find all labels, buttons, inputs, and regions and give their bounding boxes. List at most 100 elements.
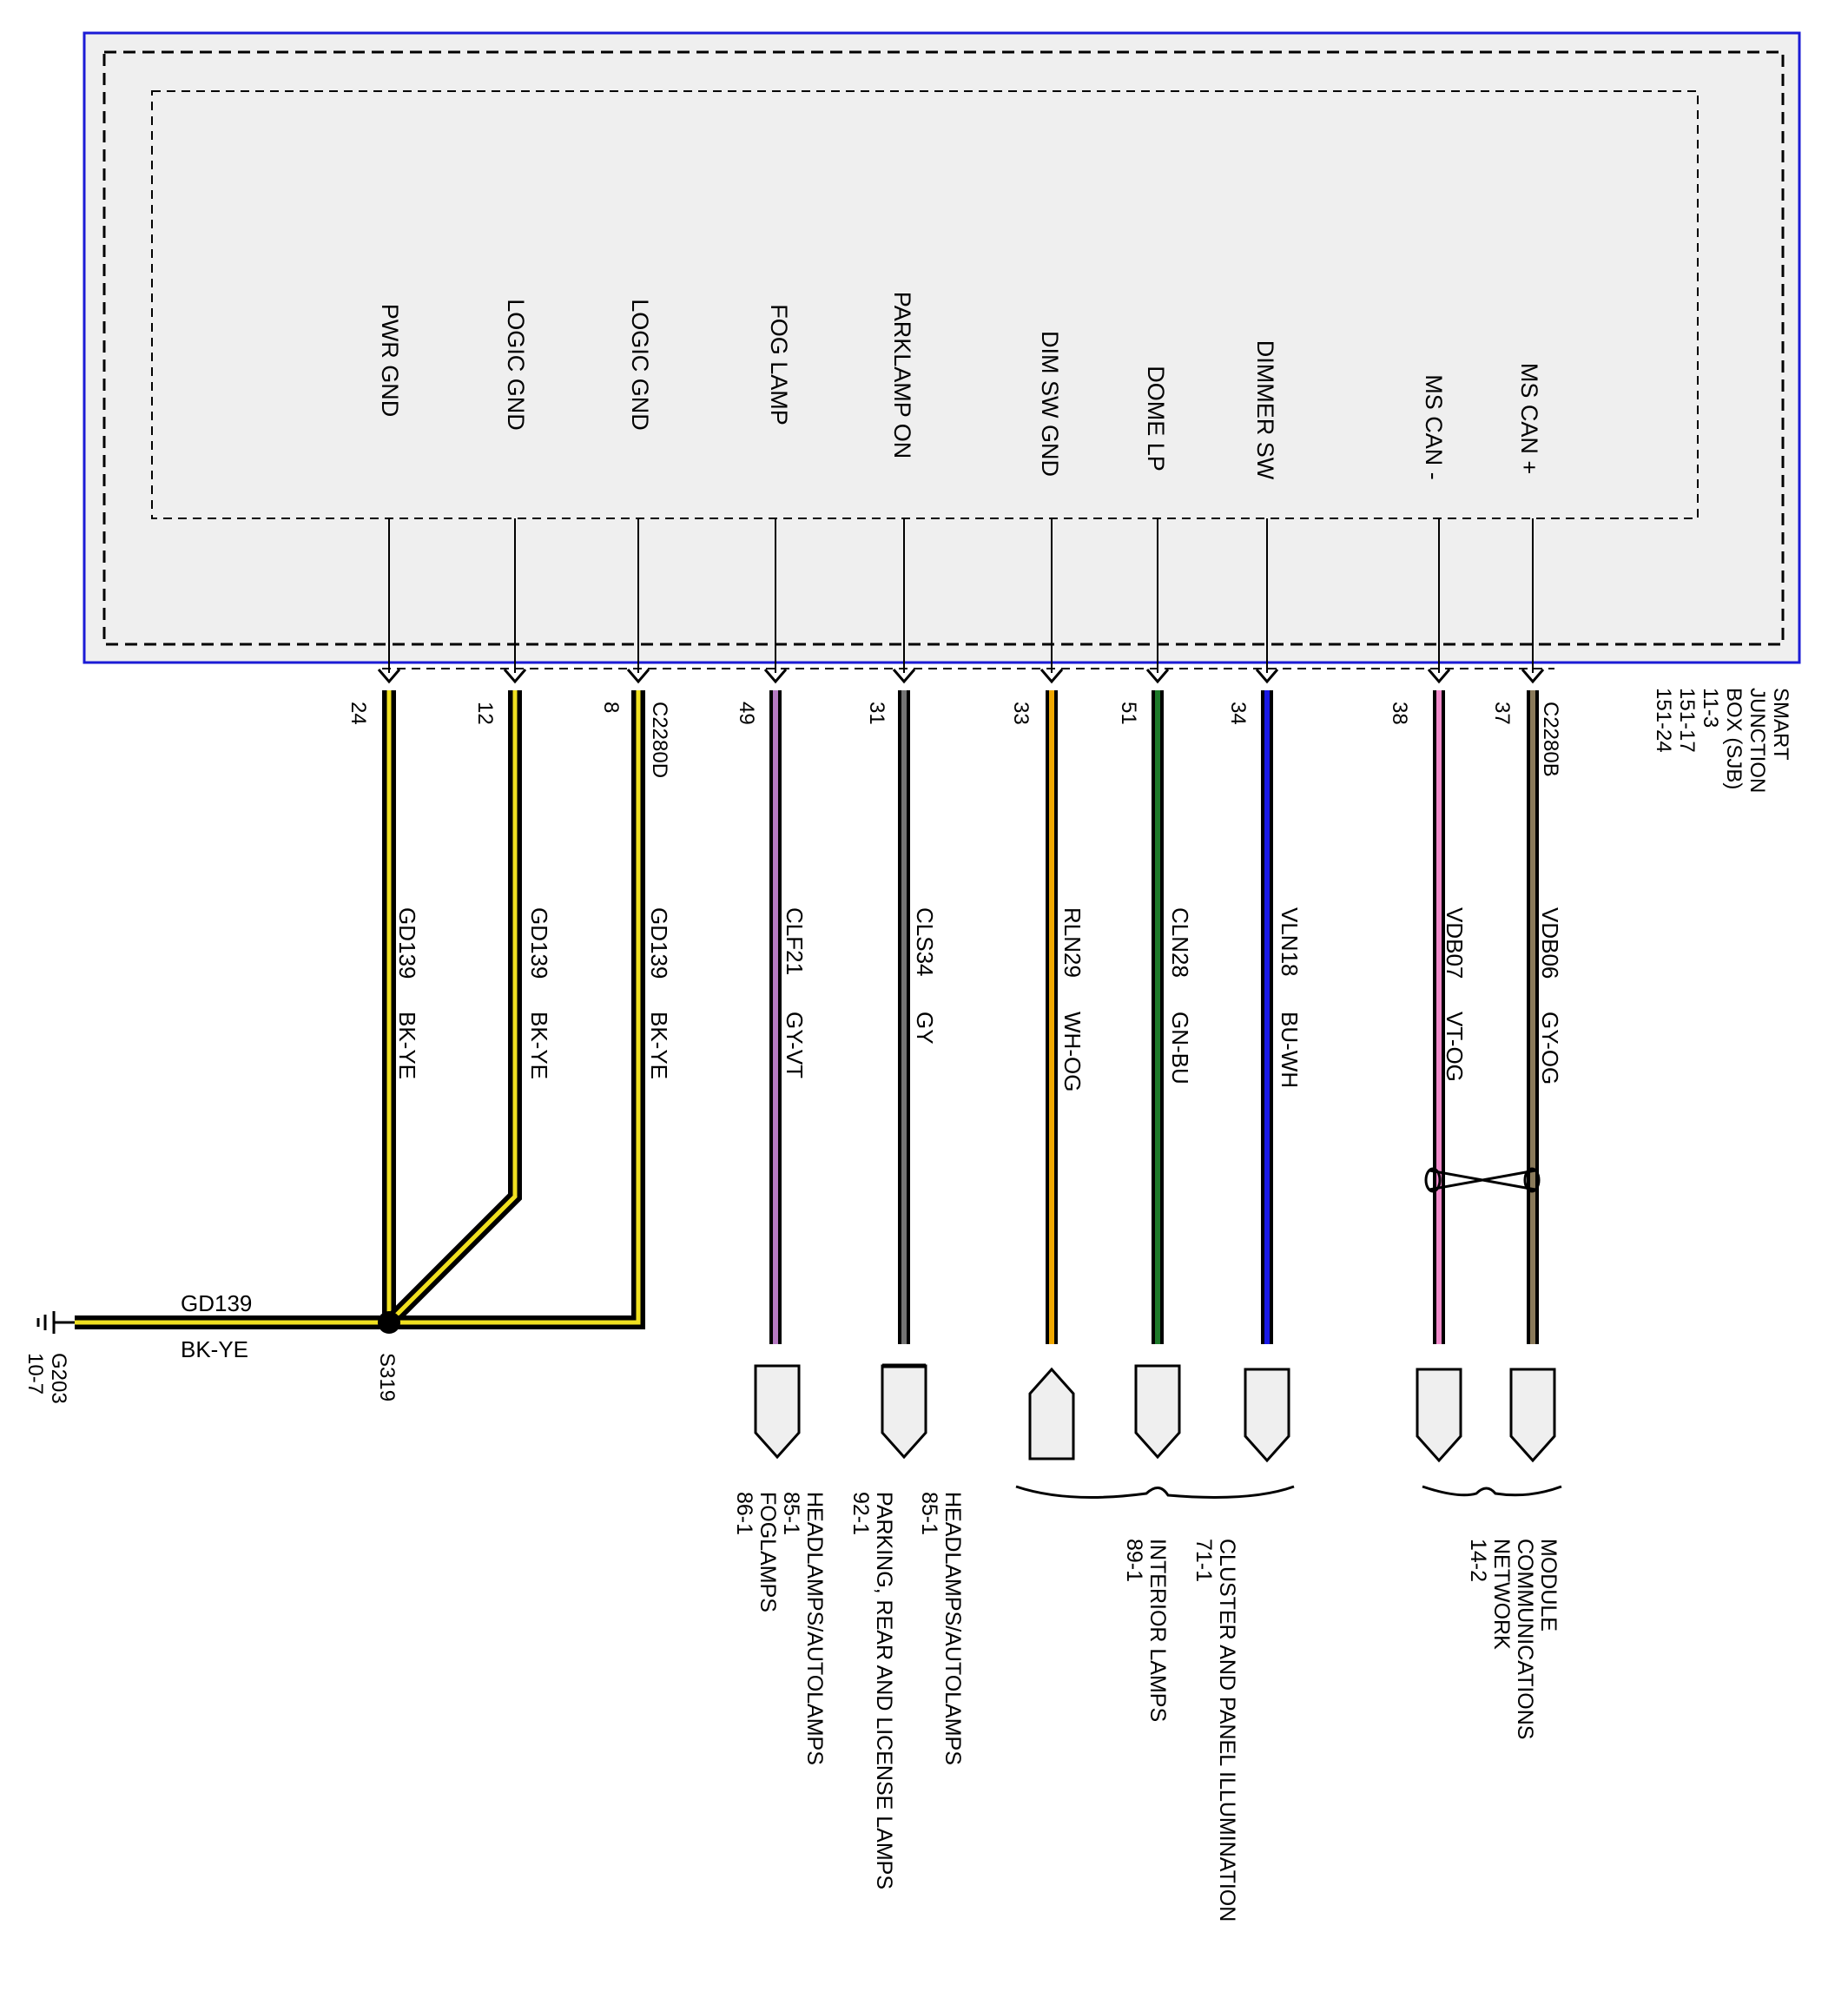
terminal-parklamp-on [881,1364,927,1460]
brace-network [1422,1485,1562,1497]
wire-circuit-dimmer-sw: VLN18 [1277,907,1303,977]
pin-arrow-parklamp-on [892,669,916,684]
wire-color-dome-lp: GN-BU [1167,1012,1193,1085]
dest-fog-line-2: 85-1 [779,1492,803,1535]
ground-circuit-label: GD139 [181,1290,252,1316]
wire-color-logic-gnd-2: BK-YE [646,1012,672,1079]
connector-c2280b: C2280B [1539,702,1562,777]
dest-park-line-1: HEADLAMPS/AUTOLAMPS [940,1492,965,1765]
terminal-ms-can-minus [1416,1368,1462,1463]
destination-braces [1015,1485,1562,1499]
splice-s319 [378,1311,400,1334]
module-ref-1: 11-3 [1699,688,1722,728]
module-name-line-3: BOX (SJB) [1722,688,1746,789]
pin-37: 37 [1490,702,1514,725]
dest-network-line-3: NETWORK [1489,1539,1514,1650]
pin-numbers: 24 12 8 49 31 33 51 34 38 37 C2280D C228… [346,702,1562,778]
dest-network-line-4: 14-2 [1466,1539,1490,1582]
pin-arrow-logic-gnd-2 [626,669,650,684]
wire-circuit-pwr-gnd: GD139 [394,907,420,979]
pin-arrow-logic-gnd-1 [503,669,527,684]
brace-interior [1015,1485,1295,1499]
pin-arrow-dim-sw-gnd [1040,669,1064,684]
signal-label-fog-lamp: FOG LAMP [766,304,792,425]
splice-label: S319 [375,1353,399,1401]
ground-section: GD139 BK-YE S319 G203 10-7 [23,1290,400,1404]
internal-lines [377,518,1545,684]
pin-38: 38 [1388,702,1411,725]
pin-31: 31 [865,702,888,725]
signal-label-pwr-gnd: PWR GND [377,304,403,418]
wire-color-parklamp-on: GY [912,1012,938,1045]
connector-c2280d: C2280D [648,702,671,778]
signal-label-ms-can-plus: MS CAN + [1516,363,1542,474]
dest-park-line-4: 92-1 [848,1492,873,1535]
pin-arrow-pwr-gnd [377,669,401,684]
wire-circuit-dome-lp: CLN28 [1167,907,1193,978]
module-name-line-1: SMART [1769,688,1792,761]
dest-park-line-2: 85-1 [917,1492,941,1535]
dest-fog-line-4: 86-1 [732,1492,756,1535]
wire-circuit-parklamp-on: CLS34 [912,907,938,977]
wire-logic-gnd-2 [389,690,641,1325]
twisted-pair-marker [1424,1167,1541,1193]
pin-12: 12 [473,702,497,725]
wire-labels: GD139 BK-YE GD139 BK-YE GD139 BK-YE CLF2… [394,907,1563,1091]
dest-network-line-2: COMMUNICATIONS [1513,1539,1537,1739]
pin-51: 51 [1117,702,1140,725]
ground-point-ref: 10-7 [23,1353,47,1395]
destination-labels: HEADLAMPS/AUTOLAMPS 85-1 FOGLAMPS 86-1 H… [732,1492,1561,1922]
module-outer-frame [82,31,1801,664]
signal-label-dim-sw-gnd: DIM SW GND [1037,331,1063,477]
pin-arrow-dimmer-sw [1255,669,1279,684]
wire-color-dim-sw-gnd: WH-OG [1059,1012,1086,1091]
pin-arrow-fog-lamp [763,669,788,684]
wire-color-fog-lamp: GY-VT [782,1012,808,1078]
dest-network-line-1: MODULE [1536,1539,1561,1632]
pin-arrow-ms-can-minus [1427,669,1451,684]
wire-circuit-ms-can-plus: VDB06 [1537,907,1563,979]
pin-24: 24 [346,702,370,725]
pin-arrow-ms-can-plus [1521,669,1545,684]
pin-49: 49 [735,702,758,725]
ground-color-label: BK-YE [181,1336,248,1362]
terminal-connectors [754,1363,1556,1463]
wire-circuit-dim-sw-gnd: RLN29 [1059,907,1086,978]
signal-label-parklamp-on: PARKLAMP ON [889,292,915,459]
module-name-line-2: JUNCTION [1746,688,1769,793]
module-inner-frame [151,90,1699,519]
signal-label-dome-lp: DOME LP [1143,366,1169,471]
terminal-dimmer-sw [1244,1368,1290,1463]
terminal-dim-sw-gnd [1028,1367,1075,1460]
pin-arrow-dome-lp [1145,669,1170,684]
wire-circuit-fog-lamp: CLF21 [782,907,808,975]
terminal-dome-lp [1134,1364,1181,1460]
module-ref-2: 151-17 [1675,688,1699,753]
signal-label-ms-can-minus: MS CAN - [1421,374,1447,480]
dest-fog-line-1: HEADLAMPS/AUTOLAMPS [802,1492,827,1765]
dest-fog-line-3: FOGLAMPS [756,1492,780,1612]
signal-labels: PWR GND LOGIC GND LOGIC GND FOG LAMP PAR… [377,292,1542,480]
wire-circuit-logic-gnd-1: GD139 [526,907,552,979]
dest-interior-line-4: 89-1 [1122,1539,1146,1582]
dest-interior-line-3: INTERIOR LAMPS [1145,1539,1170,1722]
dest-interior-line-2: 71-1 [1191,1539,1216,1582]
pin-34: 34 [1226,702,1250,725]
wire-circuit-logic-gnd-2: GD139 [646,907,672,979]
signal-label-logic-gnd-1: LOGIC GND [503,299,529,431]
dest-park-line-3: PARKING, REAR AND LICENSE LAMPS [872,1492,896,1889]
wire-color-pwr-gnd: BK-YE [394,1012,420,1079]
wire-logic-gnd-1 [387,690,518,1324]
terminal-ms-can-plus [1509,1368,1556,1463]
signal-label-logic-gnd-2: LOGIC GND [627,299,653,431]
terminal-fog-lamp [754,1364,801,1460]
wire-color-ms-can-plus: GY-OG [1537,1012,1563,1085]
dest-interior-line-1: CLUSTER AND PANEL ILLUMINATION [1215,1539,1239,1922]
pin-8: 8 [599,702,623,713]
ground-symbol-icon [36,1311,75,1334]
signal-label-dimmer-sw: DIMMER SW [1252,340,1278,480]
wire-outline-logic-gnd-1 [384,690,522,1328]
smart-junction-box [82,31,1801,669]
pin-33: 33 [1009,702,1033,725]
